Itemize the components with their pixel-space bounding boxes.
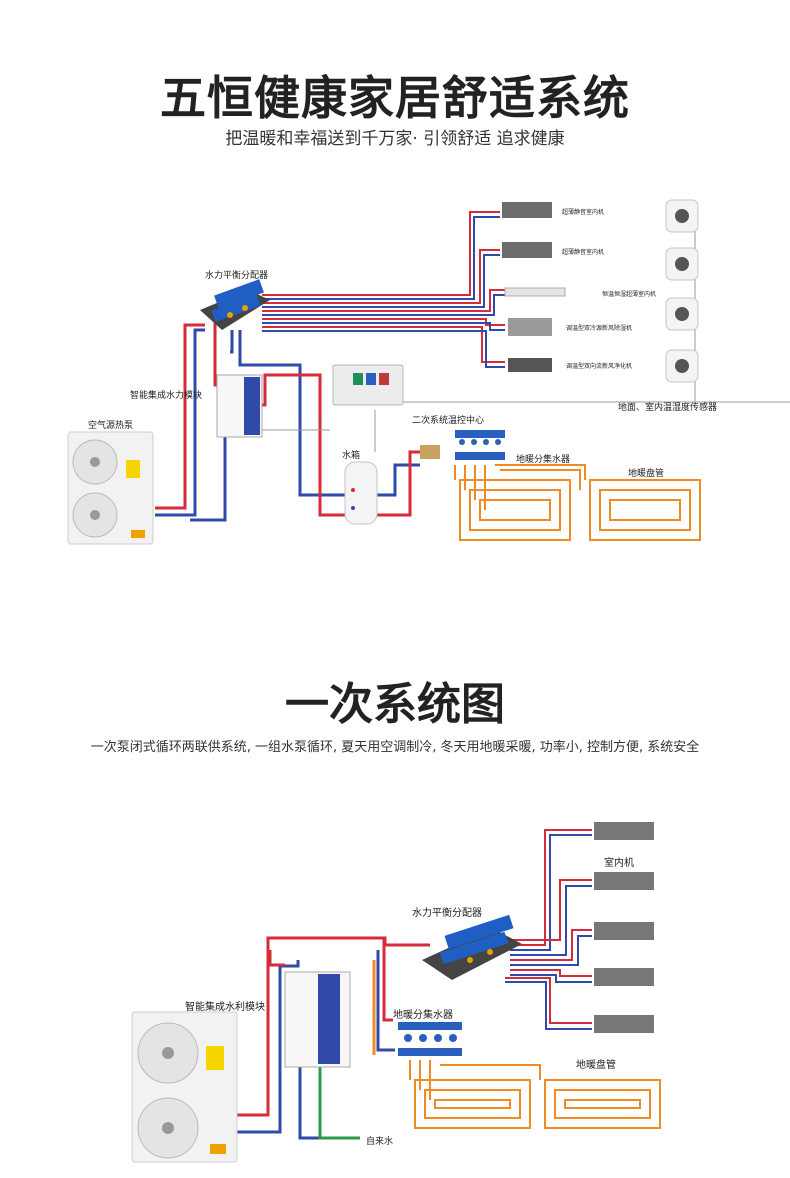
page-subtitle: 把温暖和幸福送到千万家· 引领舒适 追求健康: [225, 129, 565, 149]
label-indoor-unit: 室内机: [604, 856, 634, 869]
label-unit5: 调温型双向流新风净化机: [566, 362, 632, 370]
air-source-heat-pump: [67, 431, 154, 545]
water-module: [216, 374, 263, 438]
hydraulic-distributor: [200, 279, 270, 330]
section-description: 一次泵闭式循环两联供系统, 一组水泵循环, 夏天用空调制冷, 冬天用地暖采暖, …: [90, 740, 700, 755]
floor-coil-pipes-2: [409, 1060, 661, 1129]
label-floor-coil-2: 地暖盘管: [576, 1058, 616, 1071]
label-floor-coil: 地暖盘管: [628, 467, 664, 479]
label-manifold-2: 地暖分集水器: [393, 1008, 453, 1021]
label-controller: 二次系统温控中心: [412, 414, 484, 426]
label-unit4: 调温型双冷源新风除湿机: [566, 324, 632, 332]
air-source-heat-pump-2: [131, 1011, 238, 1163]
secondary-controller: [332, 364, 404, 406]
label-sensors: 地面、室内温湿度传感器: [618, 401, 717, 413]
main-circuit-2: [235, 936, 430, 1140]
hydraulic-distributor-2: [422, 914, 522, 980]
label-distributor-2: 水力平衡分配器: [412, 906, 482, 919]
label-distributor: 水力平衡分配器: [205, 269, 268, 281]
main-circuit: [155, 320, 420, 522]
label-heat-pump: 空气源热泵: [88, 419, 133, 431]
system-diagram-top: 水力平衡分配器 智能集成水力模块 空气源热泵 二次系统温控中心 水箱 地暖分集水…: [67, 199, 790, 545]
system-diagram-bottom: 室内机 水力平衡分配器 智能集成水利模块 地暖分集水器 地暖盘管 自来水: [131, 822, 661, 1163]
label-manifold: 地暖分集水器: [516, 453, 570, 465]
label-module: 智能集成水力模块: [130, 389, 202, 401]
pipes-to-units: [262, 211, 505, 368]
floor-manifold: [420, 430, 505, 460]
label-tap-water: 自来水: [366, 1135, 393, 1147]
floor-manifold-2: [398, 1022, 462, 1056]
page-title: 五恒健康家居舒适系统: [160, 71, 630, 125]
label-unit3: 恒温恒湿超薄室内机: [602, 290, 656, 298]
section-title: 一次系统图: [285, 679, 505, 730]
label-module-2: 智能集成水利模块: [185, 1000, 265, 1013]
indoor-units: [502, 202, 566, 372]
water-tank: [344, 461, 378, 525]
label-unit2: 超薄静音室内机: [562, 248, 604, 256]
label-unit1: 超薄静音室内机: [562, 208, 604, 216]
water-module-2: [284, 971, 351, 1068]
label-tank: 水箱: [342, 449, 360, 461]
floor-coil-pipes: [454, 464, 701, 541]
indoor-units-2: [594, 822, 654, 1033]
sensors: [665, 199, 699, 383]
unit-pipes-2: [505, 829, 592, 1030]
